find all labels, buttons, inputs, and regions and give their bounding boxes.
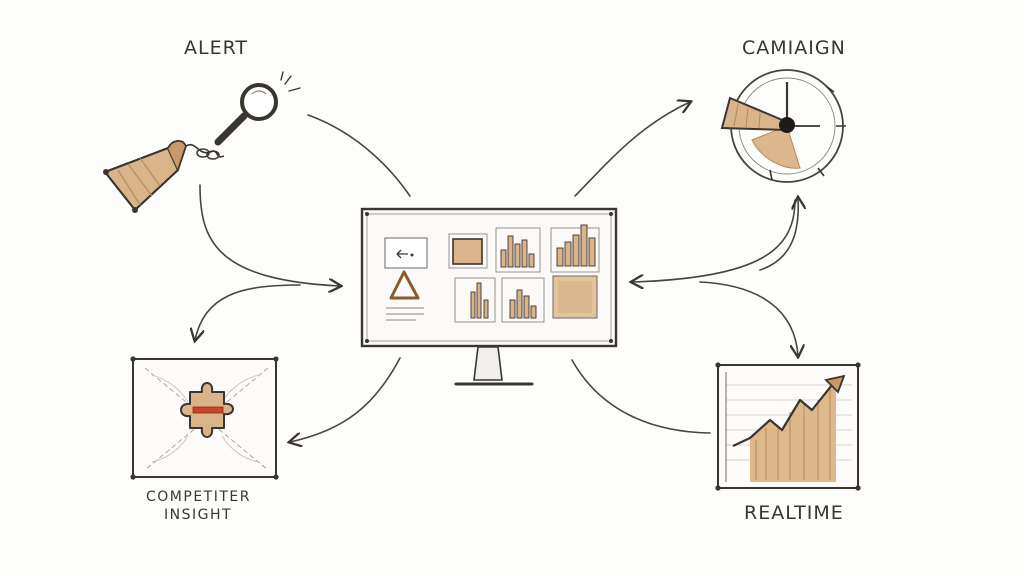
arrow-branch-to-realtime	[699, 281, 798, 356]
arrow-branch-to-competitor	[195, 284, 301, 340]
realtime-label: REALTIME	[744, 502, 844, 524]
clock-dial-icon	[720, 69, 846, 183]
connector-arrows	[195, 102, 798, 442]
competitor-insight-label-line1: COMPETITER	[146, 489, 251, 505]
arrow-branch-up-to-campaign	[759, 198, 798, 271]
arrow-alert-to-hub	[307, 114, 411, 197]
arrow-hub-to-campaign	[574, 102, 690, 197]
puzzle-piece-icon	[130, 356, 279, 480]
alert-label: ALERT	[184, 37, 249, 59]
competitor-insight-label-line2: INSIGHT	[164, 507, 233, 523]
arrow-hub-to-realtime	[571, 359, 711, 434]
dashboard-monitor-icon	[360, 207, 618, 386]
arrow-alert-down-to-hub	[199, 184, 340, 286]
arrow-hub-to-competitor	[290, 357, 401, 442]
megaphone-magnifier-icon	[103, 71, 301, 213]
campaign-label: CAMIAIGN	[742, 37, 846, 59]
arrow-campaign-to-hub	[632, 199, 796, 282]
rising-area-chart-icon	[715, 362, 861, 491]
